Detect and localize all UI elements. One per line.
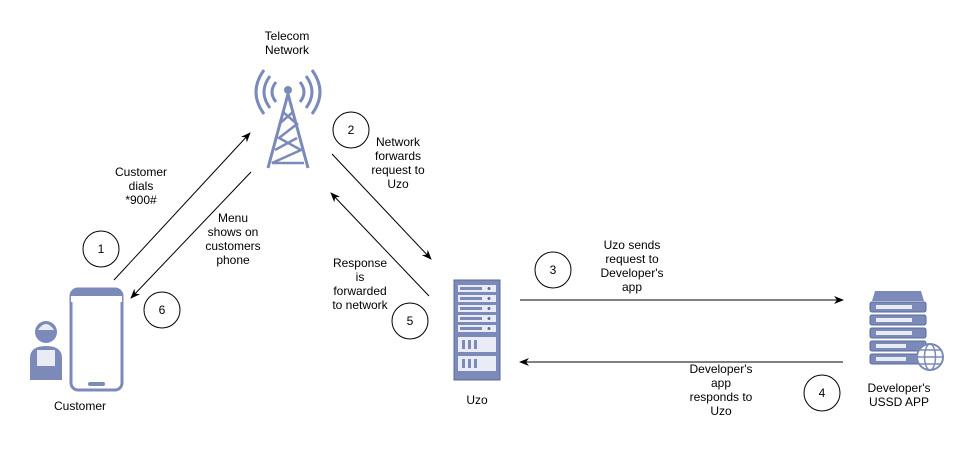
- step-6-number: 6: [159, 303, 166, 317]
- uzo-label: Uzo: [466, 393, 488, 407]
- step-3-line: request to: [605, 252, 659, 266]
- step-6-badge: 6: [143, 291, 181, 329]
- step-1-description: Customer dials *900#: [115, 165, 167, 207]
- step-3-badge: 3: [534, 251, 572, 289]
- step-4-description: Developer's app responds to Uzo: [690, 362, 753, 418]
- server-rack-icon: [453, 279, 501, 381]
- step-2-number: 2: [348, 123, 355, 137]
- dev-app-label-line1: Developer's: [868, 381, 931, 395]
- telecom-label-line2: Network: [265, 43, 310, 57]
- step-3-line: app: [622, 280, 642, 294]
- arrow-uzo-to-network: [330, 192, 430, 297]
- step-5-line: to network: [332, 298, 388, 312]
- step-1-line: *900#: [125, 193, 157, 207]
- customer-label: Customer: [54, 399, 106, 413]
- step-1-number: 1: [98, 242, 105, 256]
- step-2-line: request to: [371, 163, 425, 177]
- step-4-line: Developer's: [690, 362, 753, 376]
- step-4-badge: 4: [803, 374, 841, 412]
- step-1-line: Customer: [115, 165, 167, 179]
- step-4-line: responds to: [690, 390, 753, 404]
- step-4-number: 4: [819, 386, 826, 400]
- smartphone-icon: [69, 287, 124, 392]
- user-icon: [30, 321, 62, 380]
- step-6-line: Menu: [218, 211, 248, 225]
- step-4-line: app: [711, 376, 731, 390]
- arrow-network-to-customer: [130, 171, 252, 299]
- step-1-badge: 1: [82, 230, 120, 268]
- step-3-line: Uzo sends: [604, 238, 661, 252]
- arrow-customer-to-network: [113, 132, 251, 281]
- radio-tower-icon: [254, 69, 322, 169]
- telecom-label-line1: Telecom: [265, 29, 310, 43]
- step-2-description: Network forwards request to Uzo: [371, 135, 425, 191]
- web-server-icon: [869, 291, 944, 371]
- step-2-line: Uzo: [387, 177, 409, 191]
- step-6-line: customers: [205, 239, 260, 253]
- step-5-description: Response is forwarded to network: [332, 256, 388, 312]
- step-4-line: Uzo: [710, 404, 732, 418]
- step-3-number: 3: [550, 263, 557, 277]
- step-3-line: Developer's: [601, 266, 664, 280]
- step-5-line: forwarded: [333, 284, 386, 298]
- step-5-number: 5: [407, 314, 414, 328]
- step-5-badge: 5: [391, 302, 429, 340]
- dev-app-label-line2: USSD APP: [869, 395, 929, 409]
- step-2-line: Network: [376, 135, 421, 149]
- step-2-badge: 2: [332, 111, 370, 149]
- step-1-line: dials: [129, 179, 154, 193]
- step-6-description: Menu shows on customers phone: [205, 211, 260, 267]
- step-5-line: is: [356, 270, 365, 284]
- step-2-line: forwards: [375, 149, 421, 163]
- step-3-description: Uzo sends request to Developer's app: [601, 238, 664, 294]
- step-6-line: phone: [216, 253, 250, 267]
- step-5-line: Response: [333, 256, 387, 270]
- step-6-line: shows on: [208, 225, 259, 239]
- arrow-network-to-uzo: [331, 153, 432, 260]
